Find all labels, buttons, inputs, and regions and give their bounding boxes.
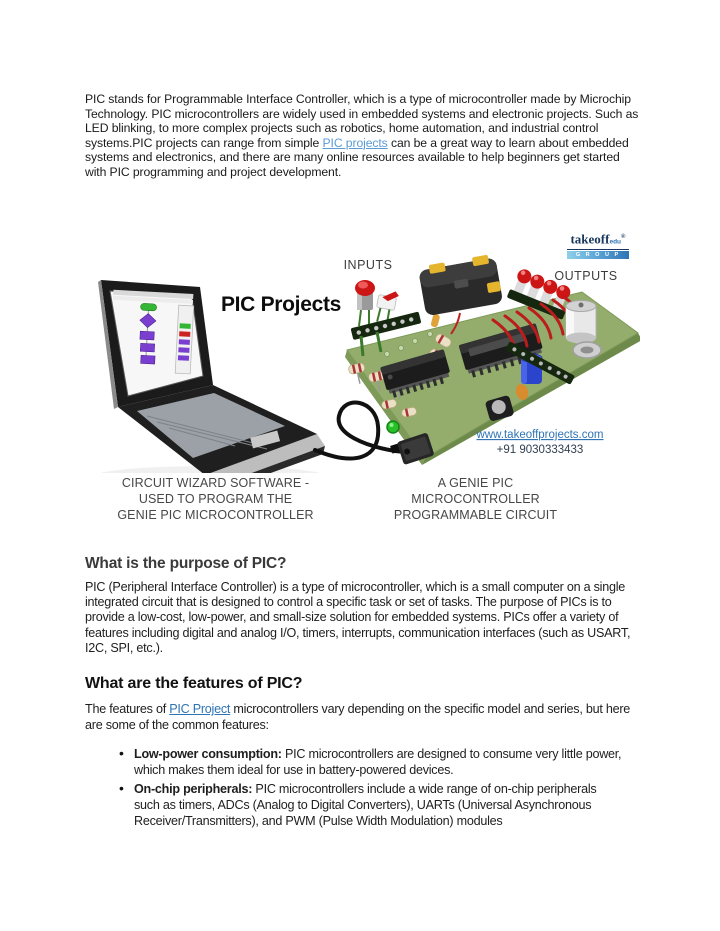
caption-right-line-1: A GENIE PIC MICROCONTROLLER	[411, 476, 540, 506]
pcb-components	[348, 255, 602, 465]
intro-text-post: can be a great way to learn about embedd…	[85, 135, 629, 179]
inputs-label: INPUTS	[344, 258, 393, 272]
pic-project-link[interactable]: PIC Project	[169, 702, 231, 716]
bullet-low-power: Low-power consumption: PIC microcontroll…	[119, 745, 624, 778]
pcb-board	[345, 291, 640, 465]
takeoff-logo-group-bar: G R O U P	[567, 251, 629, 260]
bullet-on-chip-term: On-chip peripherals:	[134, 782, 253, 796]
bullet-low-power-text: PIC microcontrollers are designed to con…	[134, 747, 622, 777]
caption-circuit-wizard: CIRCUIT WIZARD SOFTWARE - USED TO PROGRA…	[113, 476, 318, 523]
push-button	[355, 280, 375, 327]
pic-projects-link[interactable]: PIC projects	[322, 135, 388, 150]
purpose-heading: What is the purpose of PIC?	[85, 555, 287, 572]
registered-mark-icon: ®	[621, 234, 626, 240]
takeoff-logo-edu: edu	[609, 238, 622, 246]
bullet-on-chip-text: PIC microcontrollers include a wide rang…	[134, 782, 597, 828]
intro-paragraph: PIC stands for Programmable Interface Co…	[85, 92, 639, 180]
intro-text-pre: PIC stands for Programmable Interface Co…	[85, 92, 639, 150]
features-heading: What are the features of PIC?	[85, 675, 303, 692]
toggle-switch	[376, 291, 399, 324]
features-intro-post: microcontrollers vary depending on the s…	[85, 702, 631, 732]
features-bullet-list: Low-power consumption: PIC microcontroll…	[119, 745, 624, 832]
caption-left-line-3: GENIE PIC MICROCONTROLLER	[117, 507, 314, 522]
phone-number: +91 9030333433	[497, 444, 584, 456]
bullet-on-chip: On-chip peripherals: PIC microcontroller…	[119, 780, 624, 829]
caption-left-line-1: CIRCUIT WIZARD SOFTWARE -	[121, 476, 310, 490]
caption-genie-circuit: A GENIE PIC MICROCONTROLLER PROGRAMMABLE…	[373, 476, 578, 523]
purpose-paragraph: PIC (Peripheral Interface Controller) is…	[85, 580, 631, 655]
takeoff-logo-wordmark: takeoffedu®	[567, 231, 629, 251]
usb-cable	[313, 400, 407, 461]
takeoffprojects-website-link[interactable]: www.takeoffprojects.com	[476, 429, 604, 441]
takeoff-logo-brand: takeoff	[570, 231, 610, 247]
circuit-wizard-screen	[112, 289, 195, 375]
laptop	[98, 280, 325, 473]
takeoff-logo: takeoffedu® G R O U P	[567, 231, 629, 260]
caption-left-line-2: USED TO PROGRAM THE	[138, 491, 293, 506]
features-intro-pre: The features of	[85, 702, 170, 716]
outputs-label: OUTPUTS	[554, 269, 617, 283]
pic-figure-illustration: INPUTS OUTPUTS PIC Projects www.takeoffp…	[98, 255, 640, 473]
pic-projects-figure: INPUTS OUTPUTS PIC Projects www.takeoffp…	[85, 228, 640, 528]
motor	[565, 300, 602, 359]
features-intro-paragraph: The features of PIC Project microcontrol…	[85, 702, 639, 734]
figure-title: PIC Projects	[221, 293, 341, 316]
battery-pack	[419, 255, 502, 315]
caption-right-line-2: PROGRAMMABLE CIRCUIT	[393, 507, 558, 522]
bullet-low-power-term: Low-power consumption:	[134, 747, 282, 761]
